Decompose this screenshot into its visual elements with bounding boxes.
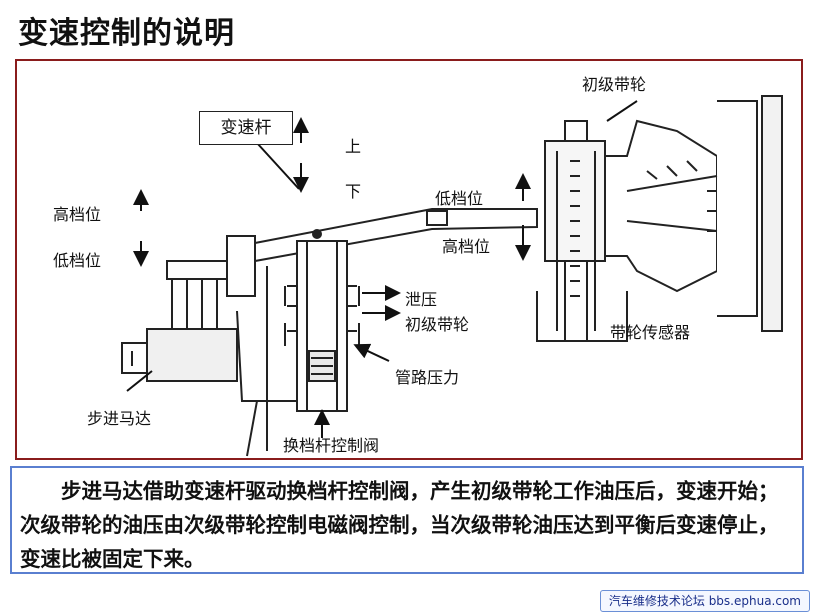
- stepper-motor-body: [146, 328, 238, 382]
- shift-control-valve-body: [296, 240, 348, 412]
- shift-lever-callout: 变速杆: [199, 111, 293, 145]
- low-gear-label-right: 低档位: [435, 189, 484, 208]
- line-pressure-label: 管路压力: [395, 368, 460, 387]
- primary-pulley-label: 初级带轮: [582, 75, 647, 94]
- stepper-motor-label: 步进马达: [87, 409, 152, 428]
- pressure-relief-label: 泄压: [405, 290, 438, 309]
- shift-control-valve-label: 换档杆控制阀: [283, 436, 380, 455]
- primary-pulley-port-label: 初级带轮: [405, 315, 470, 334]
- high-gear-label-right: 高档位: [442, 237, 491, 256]
- mechanism-drawing: [121, 95, 783, 457]
- up-label: 上: [345, 137, 362, 156]
- low-gear-label-left: 低档位: [53, 251, 102, 270]
- pulley-sensor-label: 带轮传感器: [610, 323, 691, 342]
- description-text: 步进马达借助变速杆驱动换档杆控制阀，产生初级带轮工作油压后，变速开始；次级带轮的…: [10, 466, 804, 574]
- page-title: 变速控制的说明: [18, 16, 235, 51]
- forum-watermark: 汽车维修技术论坛 bbs.ephua.com: [599, 590, 810, 612]
- high-gear-label-left: 高档位: [53, 205, 102, 224]
- shift-control-diagram: 变速杆 上 下 高档位 低档位 低档位 高档位 初级带轮 泄压 初级带轮 带轮传…: [15, 59, 803, 460]
- down-label: 下: [345, 182, 362, 201]
